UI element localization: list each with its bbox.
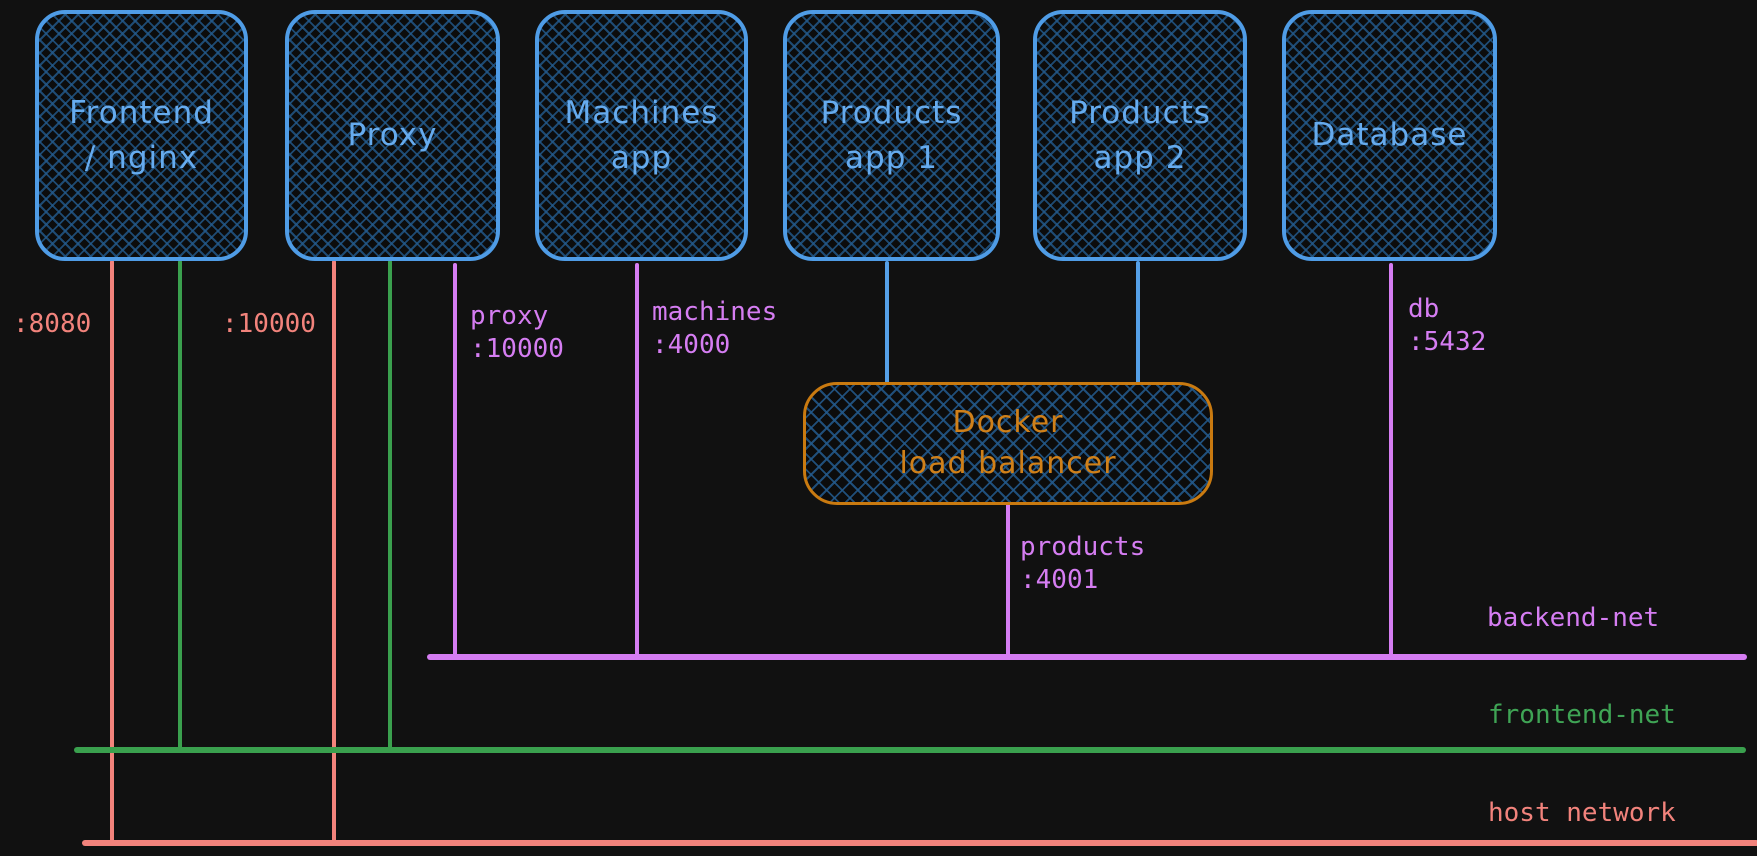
network-label-frontend-net: frontend-net <box>1488 700 1676 730</box>
port-label-proxy-backend: proxy :10000 <box>470 301 564 365</box>
node-machines-app-label: Machines app <box>564 94 719 176</box>
node-frontend-label: Frontend / nginx <box>69 94 214 176</box>
node-proxy-label: Proxy <box>347 117 438 154</box>
port-label-frontend-8080: :8080 <box>13 309 92 339</box>
node-machines-app: Machines app <box>535 10 748 261</box>
docker-load-balancer-label: Docker load balancer <box>899 405 1117 481</box>
node-database-label: Database <box>1311 117 1468 154</box>
port-label-proxy-10000: :10000 <box>222 309 316 339</box>
node-products-app-2-label: Products app 2 <box>1069 94 1211 176</box>
node-docker-load-balancer: Docker load balancer <box>803 382 1213 505</box>
network-label-host-network: host network <box>1488 798 1676 828</box>
network-label-backend-net: backend-net <box>1487 603 1660 633</box>
node-products-app-1: Products app 1 <box>783 10 1000 261</box>
node-database: Database <box>1282 10 1497 261</box>
port-label-machines-backend: machines :4000 <box>652 297 778 361</box>
node-proxy: Proxy <box>285 10 500 261</box>
node-products-app-2: Products app 2 <box>1033 10 1247 261</box>
port-label-products-backend: products :4001 <box>1020 532 1146 596</box>
port-label-db-backend: db :5432 <box>1408 294 1487 358</box>
node-products-app-1-label: Products app 1 <box>820 94 963 176</box>
node-frontend: Frontend / nginx <box>35 10 248 261</box>
